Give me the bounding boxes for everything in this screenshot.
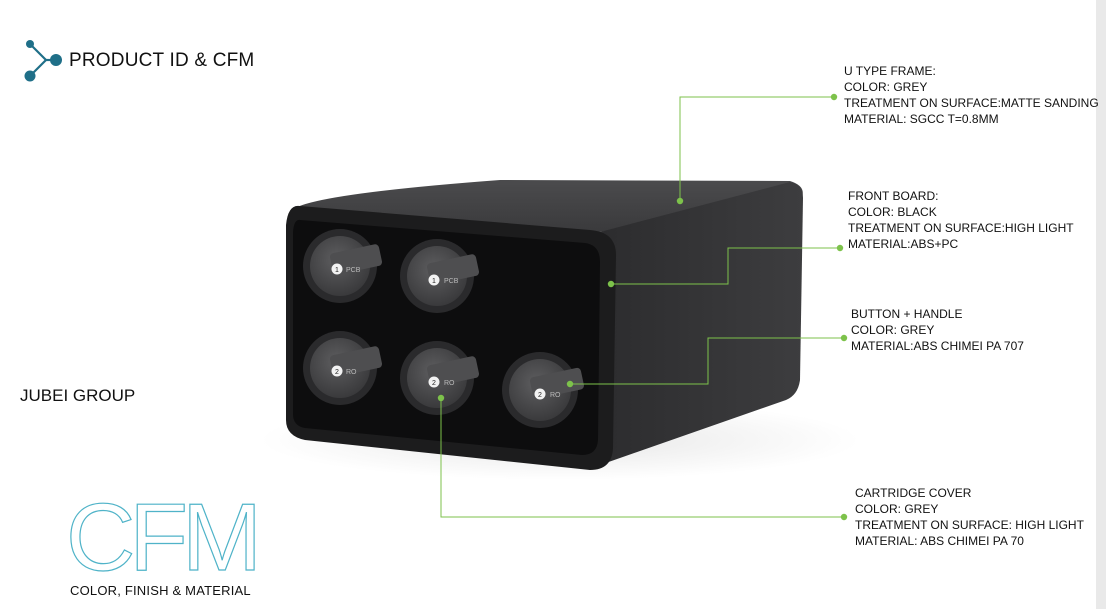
cartridge-2[interactable]: 1 PCB bbox=[400, 239, 480, 313]
marker-dot bbox=[607, 280, 615, 288]
cartridge-4[interactable]: 2 RO bbox=[400, 341, 480, 415]
marker-dot bbox=[836, 244, 844, 252]
callout-treatment: TREATMENT ON SURFACE:HIGH LIGHT bbox=[848, 221, 1074, 235]
callout-button-handle: BUTTON + HANDLE COLOR: GREY MATERIAL:ABS… bbox=[851, 306, 1024, 354]
callout-title: FRONT BOARD: bbox=[848, 189, 939, 203]
cartridge-label: PCB bbox=[444, 278, 459, 285]
leader-line-cartridge-cover bbox=[440, 398, 844, 518]
cartridge-number: 1 bbox=[335, 267, 339, 274]
callout-material: MATERIAL: SGCC T=0.8MM bbox=[844, 112, 999, 126]
callout-title: BUTTON + HANDLE bbox=[851, 307, 963, 321]
cartridge-1[interactable]: 1 PCB bbox=[303, 229, 383, 303]
cartridge-label: RO bbox=[346, 369, 357, 376]
cartridge-label: RO bbox=[444, 380, 455, 387]
cartridge-label: RO bbox=[550, 392, 561, 399]
callout-color: COLOR: BLACK bbox=[848, 205, 937, 219]
callout-title: U TYPE FRAME: bbox=[844, 64, 936, 78]
callout-material: MATERIAL: ABS CHIMEI PA 70 bbox=[855, 534, 1024, 548]
leader-line-button-handle bbox=[570, 337, 844, 385]
page-title: PRODUCT ID & CFM bbox=[69, 50, 255, 71]
cfm-letters: CFM bbox=[66, 492, 256, 578]
callout-material: MATERIAL:ABS CHIMEI PA 707 bbox=[851, 339, 1024, 353]
cfm-logo: CFM bbox=[66, 492, 263, 578]
marker-dot bbox=[840, 334, 848, 342]
right-edge-strip bbox=[1096, 0, 1106, 609]
marker-dot bbox=[437, 394, 445, 402]
marker-dot bbox=[830, 93, 838, 101]
marker-dot bbox=[676, 197, 684, 205]
cartridge-number: 1 bbox=[432, 278, 436, 285]
cartridge-number: 2 bbox=[335, 369, 339, 376]
callout-treatment: TREATMENT ON SURFACE: HIGH LIGHT bbox=[855, 518, 1084, 532]
marker-dot bbox=[840, 513, 848, 521]
callout-front-board: FRONT BOARD: COLOR: BLACK TREATMENT ON S… bbox=[848, 188, 1074, 252]
callout-material: MATERIAL:ABS+PC bbox=[848, 237, 959, 251]
u-frame-side bbox=[600, 182, 803, 465]
cartridge-label: PCB bbox=[346, 267, 361, 274]
brand-name: JUBEI GROUP bbox=[20, 386, 136, 405]
callout-u-frame: U TYPE FRAME: COLOR: GREY TREATMENT ON S… bbox=[844, 63, 1099, 127]
cartridge-3[interactable]: 2 RO bbox=[303, 331, 383, 405]
leader-line-u-frame bbox=[679, 96, 834, 201]
callout-title: CARTRIDGE COVER bbox=[855, 486, 972, 500]
callout-treatment: TREATMENT ON SURFACE:MATTE SANDING bbox=[844, 96, 1099, 110]
callout-color: COLOR: GREY bbox=[855, 502, 939, 516]
cfm-subtitle: COLOR, FINISH & MATERIAL bbox=[70, 583, 251, 598]
leader-line-front-board bbox=[611, 247, 840, 285]
share-node-icon bbox=[20, 36, 64, 89]
cartridge-number: 2 bbox=[432, 380, 436, 387]
marker-dot bbox=[566, 380, 574, 388]
callout-color: COLOR: GREY bbox=[851, 323, 935, 337]
cartridge-5[interactable]: 2 RO bbox=[502, 352, 585, 428]
cartridge-number: 2 bbox=[538, 392, 542, 399]
callout-cartridge-cover: CARTRIDGE COVER COLOR: GREY TREATMENT ON… bbox=[855, 485, 1084, 549]
callout-color: COLOR: GREY bbox=[844, 80, 928, 94]
